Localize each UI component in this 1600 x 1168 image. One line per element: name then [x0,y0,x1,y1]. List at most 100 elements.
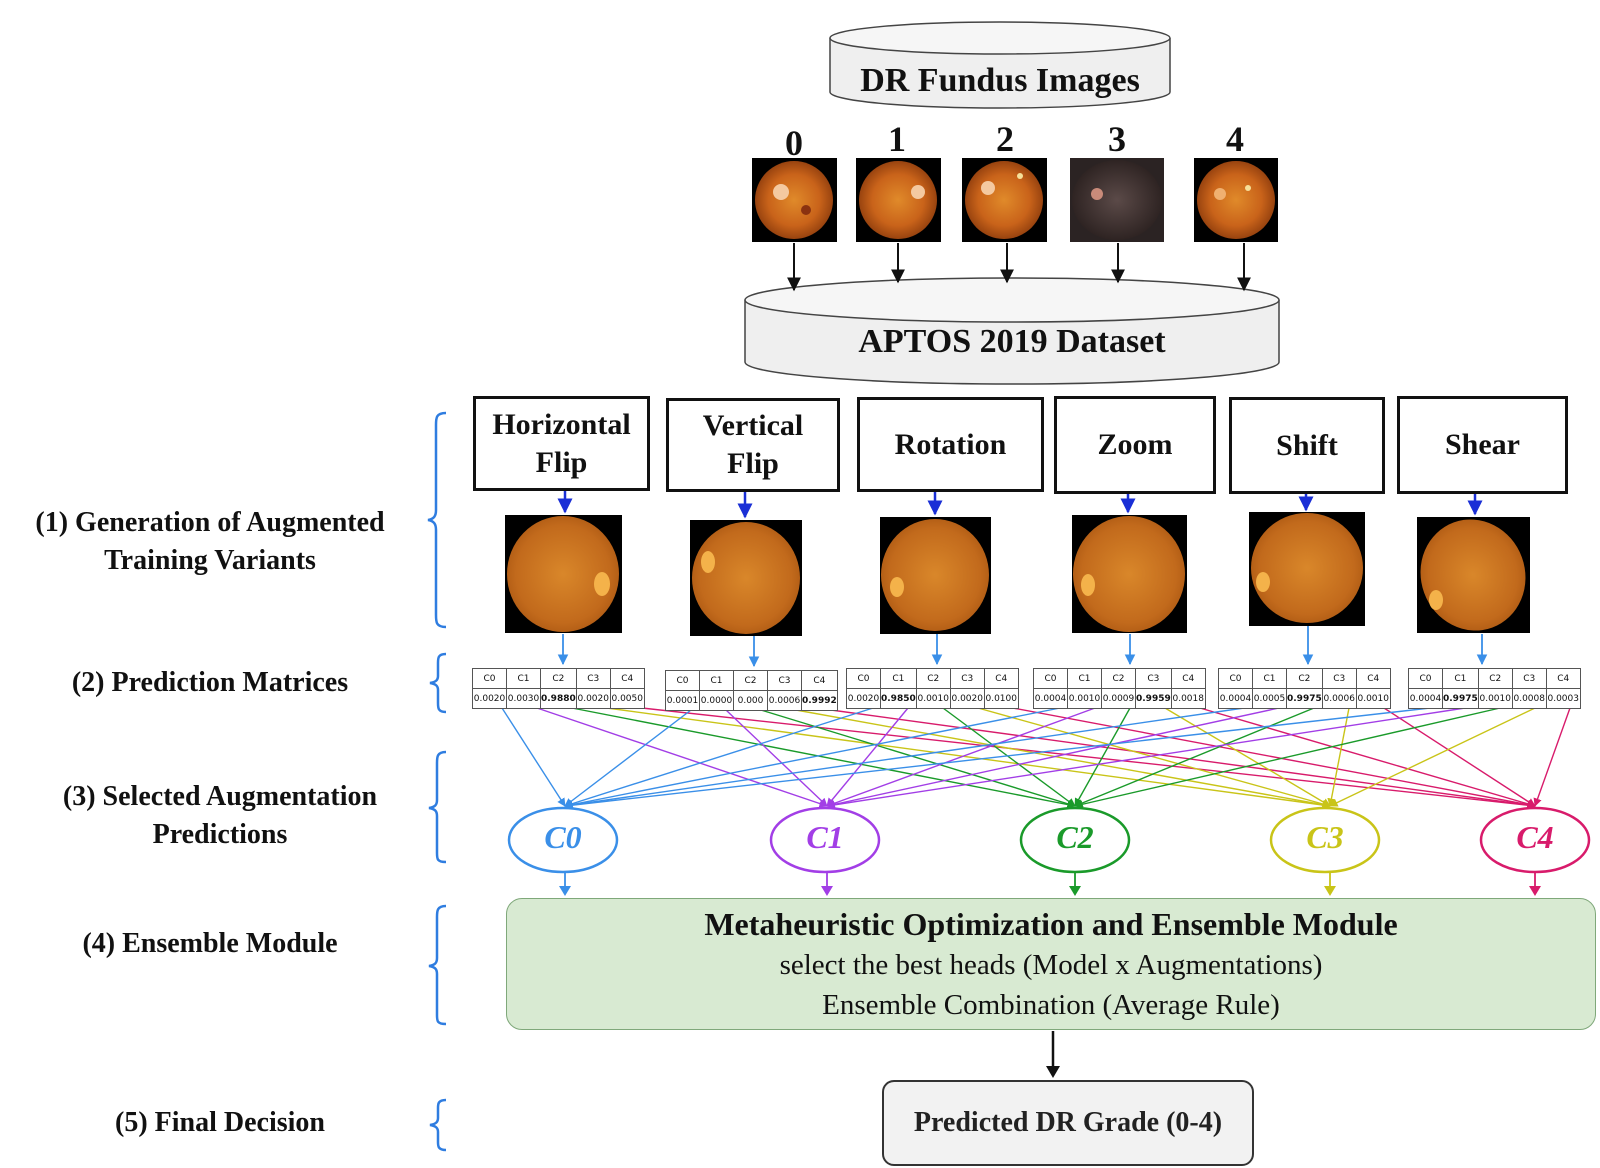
augmented-image-rotation [880,517,991,634]
stage-label-1: (1) Generation of Augmented Training Var… [35,507,385,576]
brace-icon-stage-4 [428,904,447,1026]
ensemble-line-1: select the best heads (Model x Augmentat… [779,949,1323,981]
fundus-image-grade-3 [1070,158,1164,242]
connection-line-c1 [826,707,1280,809]
connection-line-c0 [564,709,692,807]
matrix-header: C2 [1286,668,1323,689]
connection-line-c1 [826,707,1096,808]
matrix-header: C0 [1218,668,1253,689]
augmented-image-zoom [1072,515,1187,633]
matrix-header: C2 [1101,668,1136,689]
augmentation-label: Vertical [702,409,804,442]
connection-line-c1 [536,707,828,808]
matrix-header: C1 [1252,668,1287,689]
augmented-image-shear [1417,517,1530,633]
fundus-images-label: DR Fundus Images [860,62,1140,99]
matrix-header: C3 [767,670,802,691]
connection-line-c0 [501,707,566,807]
matrix-value-max: 0.9992 [801,690,838,711]
ensemble-line-2: Ensemble Combination (Average Rule) [822,989,1280,1021]
augmentation-label: Shear [1445,428,1520,461]
augmentation-label: Flip [535,445,588,479]
augmented-image-horizontal-flip [505,515,622,633]
matrix-header: C0 [846,668,881,689]
fundus-image-grade-0 [752,158,837,242]
brace-icon-stage-2 [429,652,447,714]
matrix-header: C3 [575,668,611,689]
augmented-images [505,512,1530,636]
connection-line-c4 [1199,707,1536,808]
class-node-c1 [769,806,881,874]
matrix-header: C4 [801,670,838,691]
image-to-matrix-arrows [557,626,1488,668]
matrix-header: C1 [880,668,917,689]
class-label-c1: C1 [806,819,844,855]
matrix-value: 0.0004 [1218,688,1253,709]
matrix-value: 0.0020 [949,688,985,709]
connection-line-c4 [1012,707,1536,809]
matrix-to-class-connections [501,707,1571,810]
grade-label-3: 3 [1108,119,1126,159]
class-label-c4: C4 [1516,819,1554,855]
connection-line-c1 [725,709,828,807]
matrix-header: C1 [506,668,541,689]
connection-line-c3 [1164,707,1331,807]
matrix-value: 0.0018 [1170,688,1206,709]
fundus-image-grade-4 [1194,158,1278,242]
matrix-value: 0.0020 [472,688,507,709]
connection-line-c1 [826,707,1466,810]
connection-line-c2 [1074,707,1131,807]
connection-line-c2 [760,709,1076,808]
class-node-c3 [1269,806,1381,874]
stage-label-5: (5) Final Decision [115,1107,325,1138]
brace-icon-stage-5 [429,1098,447,1152]
connection-line-c0 [564,707,1245,810]
matrix-value: 0.0010 [1355,688,1391,709]
matrix-value: 0.0004 [1408,688,1443,709]
matrix-value-max: 0.9880 [540,688,577,709]
matrix-value: 0.0003 [1545,688,1581,709]
augmented-image-vertical-flip [690,520,802,636]
matrix-value: 0.0010 [1067,688,1102,709]
matrix-header: C3 [949,668,985,689]
matrix-header: C1 [699,670,734,691]
matrix-value: 0.0008 [1511,688,1547,709]
augmentation-box-rotation: Rotation [857,397,1044,492]
connection-line-c1 [826,707,909,807]
aptos-dataset-label: APTOS 2019 Dataset [858,323,1166,360]
connection-line-c2 [942,707,1076,807]
final-decision-label: Predicted DR Grade (0-4) [913,1107,1223,1138]
fundus-image-grade-1 [856,158,941,242]
connection-line-c0 [564,707,1431,810]
stage-label-3: (3) Selected Augmentation Predictions [62,781,378,850]
connection-line-c4 [1533,707,1571,807]
class-label-c0: C0 [544,819,582,855]
matrix-header: C4 [609,668,645,689]
matrix-value-max: 0.9975 [1286,688,1323,709]
matrix-header: C0 [665,670,700,691]
augmentation-label: Horizontal [492,407,631,441]
brace-icon-stage-1 [427,411,447,629]
fundus-images-database [829,21,1171,109]
connection-line-c3 [1327,707,1350,807]
connection-line-c2 [1074,707,1315,808]
matrix-header: C2 [540,668,577,689]
matrix-value-max: 0.9850 [880,688,917,709]
matrix-value: 0.0001 [665,690,700,711]
class-to-ensemble-arrows [559,872,1541,896]
matrix-header: C0 [472,668,507,689]
grade-label-4: 4 [1226,119,1244,159]
matrix-value: 0.0050 [609,688,645,709]
ensemble-title: Metaheuristic Optimization and Ensemble … [704,906,1398,942]
matrix-value: 0.0020 [575,688,611,709]
grade-label-0: 0 [785,123,803,163]
matrix-header: C1 [1442,668,1479,689]
class-label-c2: C2 [1056,819,1094,855]
